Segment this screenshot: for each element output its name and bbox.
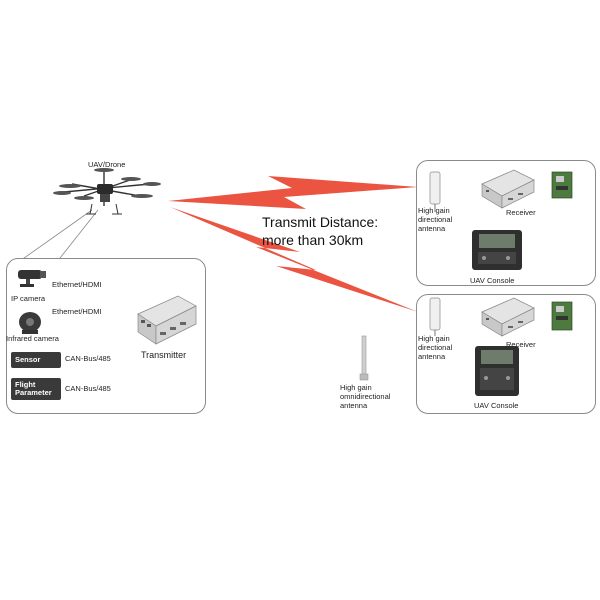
directional-antenna-top-label-1: High gain [418,206,450,215]
link-ethernet-hdmi-2: Ethernet/HDMI [52,307,102,316]
transmit-distance-line2: more than 30km [262,232,364,248]
callout-line-right [59,209,99,259]
ip-camera-label: IP camera [11,294,46,303]
flight-parameter-box: Flight Parameter [11,378,61,400]
link-canbus-2: CAN-Bus/485 [65,384,111,393]
directional-antenna-top-label-2: directional [418,215,453,224]
receiver-bottom-label: Receiver [506,340,536,349]
flight-parameter-label-2: Parameter [15,388,52,397]
directional-antenna-bottom-label-3: antenna [418,352,446,361]
drone-label: UAV/Drone [88,160,126,169]
uav-console-top-label: UAV Console [470,276,515,285]
signal-bolt-bottom [170,207,418,312]
infrared-camera-label: Infrared camera [6,334,59,343]
link-canbus-1: CAN-Bus/485 [65,354,111,363]
directional-antenna-bottom-label-2: directional [418,343,453,352]
transmit-distance-line1: Transmit Distance: [262,214,379,230]
sensor-label: Sensor [15,355,41,364]
omni-antenna-label-1: High gain [340,383,372,392]
omni-antenna-label-3: antenna [340,401,368,410]
receiver-top-label: Receiver [506,208,536,217]
directional-antenna-bottom-label-1: High gain [418,334,450,343]
transmitter-label: Transmitter [141,350,187,360]
directional-antenna-top-label-3: antenna [418,224,446,233]
link-ethernet-hdmi-1: Ethernet/HDMI [52,280,102,289]
uav-console-bottom-label: UAV Console [474,401,519,410]
flight-parameter-label-1: Flight [15,380,36,389]
signal-bolt-top [168,176,418,209]
omni-antenna-label-2: omnidirectional [340,392,391,401]
sensor-box: Sensor [11,352,61,368]
